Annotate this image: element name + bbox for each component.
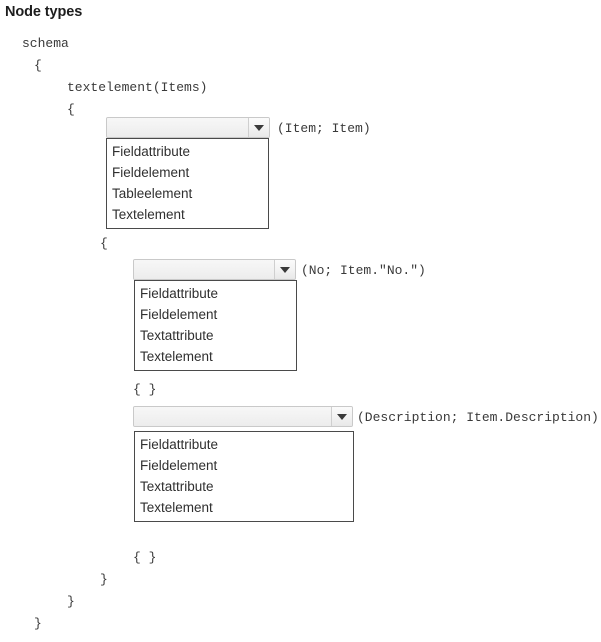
code-close-brace-2: } xyxy=(67,594,75,609)
droplist-option[interactable]: Textattribute xyxy=(140,479,214,494)
node-type-combo-item-field[interactable] xyxy=(107,118,248,137)
node-type-combo-item[interactable] xyxy=(106,117,270,138)
code-empty-braces-1: { } xyxy=(133,382,157,397)
droplist-option[interactable]: Fieldelement xyxy=(140,307,218,322)
node-type-combo-description-field[interactable] xyxy=(134,407,331,426)
code-open-brace-3: { xyxy=(100,236,108,251)
droplist-option[interactable]: Textelement xyxy=(140,349,213,364)
code-open-brace-1: { xyxy=(34,58,42,73)
code-close-brace-3: } xyxy=(34,616,42,631)
code-open-brace-2: { xyxy=(67,102,75,117)
droplist-option[interactable]: Fieldattribute xyxy=(140,286,219,301)
droplist-option[interactable]: Textelement xyxy=(112,207,185,222)
node-signature-item: (Item; Item) xyxy=(277,121,371,136)
page-title: Node types xyxy=(5,4,83,20)
droplist-option[interactable]: Fieldattribute xyxy=(112,144,191,159)
node-signature-description: (Description; Item.Description) xyxy=(357,410,599,425)
node-type-combo-no[interactable] xyxy=(133,259,296,280)
node-type-combo-no-field[interactable] xyxy=(134,260,274,279)
chevron-down-icon[interactable] xyxy=(331,407,352,426)
code-schema: schema xyxy=(22,36,69,51)
code-empty-braces-2: { } xyxy=(133,550,157,565)
code-textelement: textelement(Items) xyxy=(67,80,208,95)
chevron-down-icon[interactable] xyxy=(248,118,269,137)
droplist-option[interactable]: Textattribute xyxy=(140,328,214,343)
droplist-option[interactable]: Tableelement xyxy=(112,186,193,201)
node-signature-no: (No; Item."No.") xyxy=(301,263,426,278)
droplist-option[interactable]: Fieldelement xyxy=(140,458,218,473)
code-close-brace-1: } xyxy=(100,572,108,587)
droplist-option[interactable]: Fieldelement xyxy=(112,165,190,180)
caret-glyph xyxy=(254,124,264,131)
droplist-option[interactable]: Textelement xyxy=(140,500,213,515)
droplist-option[interactable]: Fieldattribute xyxy=(140,437,219,452)
caret-glyph xyxy=(280,266,290,273)
caret-glyph xyxy=(337,413,347,420)
node-type-combo-description[interactable] xyxy=(133,406,353,427)
chevron-down-icon[interactable] xyxy=(274,260,295,279)
